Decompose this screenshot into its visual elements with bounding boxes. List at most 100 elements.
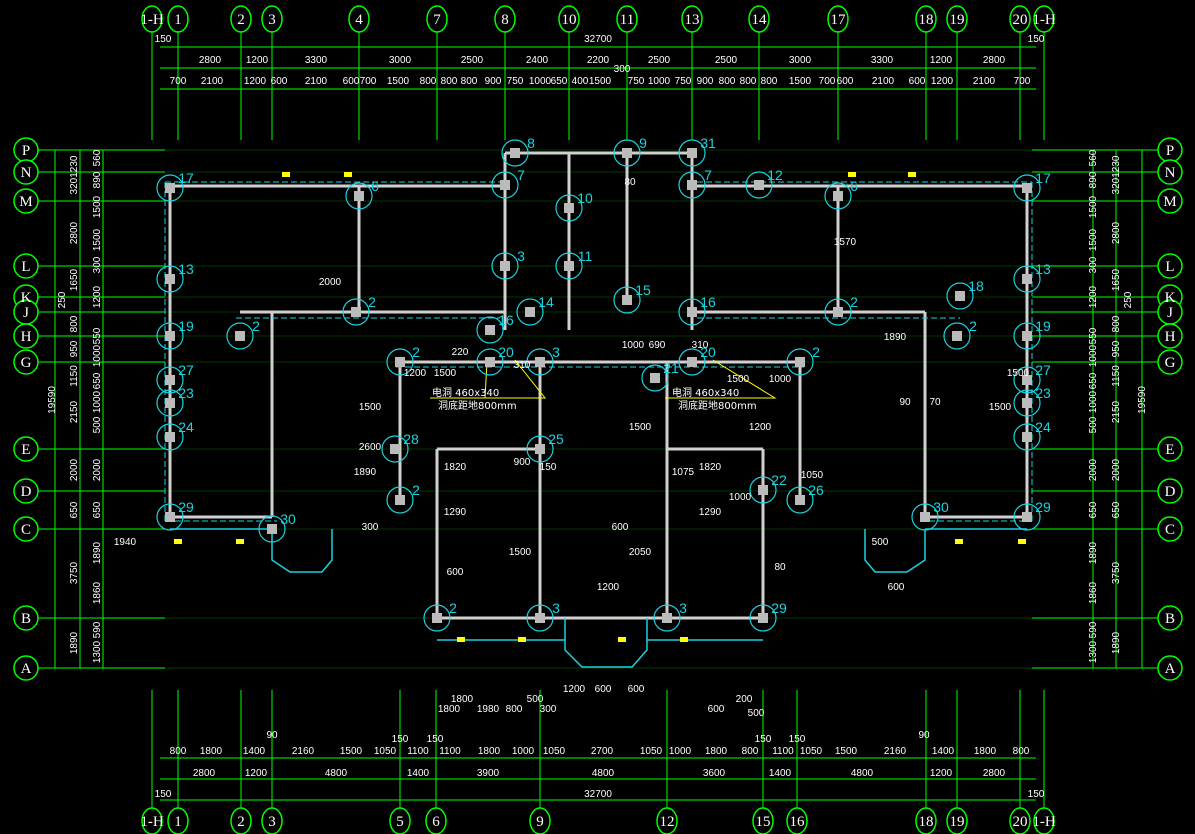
window — [848, 172, 856, 177]
plan-dimension-text: 1940 — [114, 537, 137, 548]
column-marker-label: 25 — [548, 431, 564, 447]
row-label-left: J — [23, 305, 29, 321]
row-bubble-left — [13, 436, 39, 462]
column — [952, 331, 962, 341]
column-marker-circle — [786, 348, 814, 376]
dimension-text: 1200 — [930, 55, 953, 66]
column — [795, 495, 805, 505]
column-marker-label: 27 — [178, 362, 194, 378]
dimension-text: 950 — [1111, 340, 1122, 357]
column-marker-circle — [156, 265, 184, 293]
column — [1022, 432, 1032, 442]
column — [535, 613, 545, 623]
axis-label-bottom: 1 — [174, 814, 182, 830]
plan-dimension-text: 600 — [595, 684, 612, 695]
row-label-right: C — [1165, 522, 1175, 538]
axis-bubble-bottom — [230, 807, 252, 834]
dimension-text: 1300 — [92, 640, 103, 663]
axis-label-top: 1 — [174, 12, 182, 28]
column-marker-circle — [423, 604, 451, 632]
column — [165, 375, 175, 385]
dimension-text: 2500 — [715, 55, 738, 66]
walls — [164, 151, 1033, 668]
plan-dimension-text: 600 — [888, 582, 905, 593]
axis-label-bottom: 3 — [268, 814, 276, 830]
dimension-text: 90 — [918, 730, 930, 741]
dimension-text: 1000 — [529, 76, 552, 87]
column-marker-label: 23 — [178, 385, 194, 401]
plan-dimension-text: 1500 — [359, 402, 382, 413]
column-marker-label: 29 — [771, 600, 787, 616]
column-marker-label: 29 — [1035, 499, 1051, 515]
axis-bubble-top — [348, 5, 370, 33]
column-marker-label: 17 — [178, 170, 194, 186]
plan-dimension-text: 1570 — [834, 237, 857, 248]
plan-dimension-text: 90 — [899, 397, 911, 408]
dimension-text: 800 — [1111, 315, 1122, 332]
column-marker-label: 13 — [178, 261, 194, 277]
column — [510, 148, 520, 158]
window — [618, 637, 626, 642]
row-label-left: K — [21, 290, 32, 306]
dimension-text: 2700 — [591, 746, 614, 757]
dimension-text: 3201230 — [69, 155, 80, 194]
axis-label-bottom: 20 — [1013, 814, 1028, 830]
row-bubble-right — [1157, 436, 1183, 462]
dimension-text: 300 — [614, 64, 631, 75]
column-marker-label: 15 — [635, 282, 651, 298]
row-bubble-left — [13, 516, 39, 542]
plan-dimension-text: 1800 — [451, 694, 474, 705]
axis-bubble-top — [558, 5, 580, 33]
dimension-text: 1050 — [800, 746, 823, 757]
row-label-right: E — [1165, 442, 1174, 458]
dimension-text: 4800 — [325, 768, 348, 779]
dimension-text: 2800 — [193, 768, 216, 779]
plan-dimension-text: 310 — [514, 360, 531, 371]
column-marker-circle — [1013, 174, 1041, 202]
row-bubble-right — [1157, 253, 1183, 279]
dimension-text: 1500 — [1088, 195, 1099, 218]
axis-label-top: 2 — [237, 12, 245, 28]
column-marker-label: 2 — [412, 344, 420, 360]
column — [165, 398, 175, 408]
column-marker-circle — [749, 476, 777, 504]
dimension-text: 1200 — [1088, 285, 1099, 308]
dimension-text: 1800 — [974, 746, 997, 757]
axis-label-top: 10 — [562, 12, 577, 28]
column-marker-circle — [911, 503, 939, 531]
row-label-right: P — [1166, 143, 1174, 159]
column-marker-circle — [156, 322, 184, 350]
dimension-text: 2800 — [1111, 221, 1122, 244]
dimension-text: 650 — [551, 76, 568, 87]
axis-bubble-top — [494, 5, 516, 33]
column-marker-circle — [526, 604, 554, 632]
dimension-text: 750 — [675, 76, 692, 87]
axis-label-top: 19 — [950, 12, 965, 28]
column-marker-label: 11 — [578, 248, 593, 264]
column — [485, 357, 495, 367]
dimension-text: 750 — [628, 76, 645, 87]
column — [351, 307, 361, 317]
dimension-text: 3201230 — [1111, 155, 1122, 194]
plan-dimension-text: 70 — [929, 397, 941, 408]
plan-dimension-text: 1500 — [434, 368, 457, 379]
axis-label-top: 7 — [433, 12, 441, 28]
axis-bubble-top — [261, 5, 283, 33]
dimension-text: 650 — [1088, 372, 1099, 389]
plan-dimension-text: 1200 — [749, 422, 772, 433]
column-marker-circle — [1013, 322, 1041, 350]
row-bubble-left — [13, 655, 39, 681]
dimension-text: 1500 — [92, 228, 103, 251]
dimension-text: 1200 — [931, 76, 954, 87]
row-label-left: L — [21, 259, 30, 275]
dimension-text: 1890 — [69, 631, 80, 654]
plan-dimension-text: 200 — [736, 694, 753, 705]
dimension-text: 4800 — [592, 768, 615, 779]
plan-dimension-text: 1820 — [699, 462, 722, 473]
column — [535, 444, 545, 454]
axis-bubble-bottom — [915, 807, 937, 834]
dimension-text: 800 — [740, 76, 757, 87]
axis-bubble-top — [915, 5, 937, 33]
dimension-text: 3300 — [305, 55, 328, 66]
dimension-text: 2000 — [69, 458, 80, 481]
